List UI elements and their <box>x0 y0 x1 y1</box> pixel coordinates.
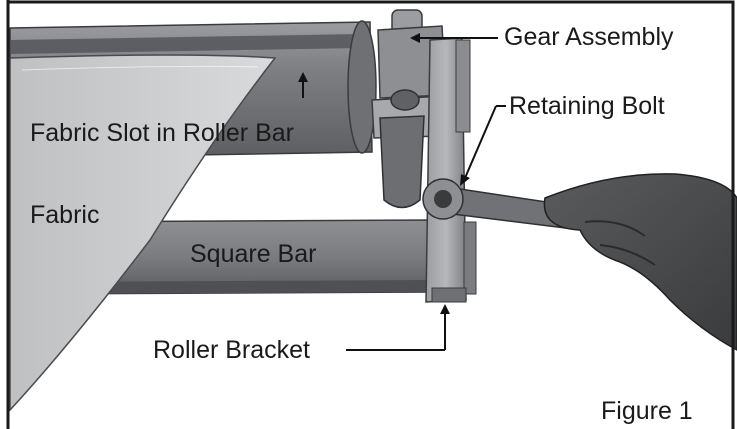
label-gear-assembly: Gear Assembly <box>504 23 674 51</box>
figure-border <box>6 0 735 429</box>
callout-lines <box>298 33 506 351</box>
label-retaining-bolt: Retaining Bolt <box>509 92 665 120</box>
fabric-panel <box>9 54 277 412</box>
label-fabric: Fabric <box>30 201 100 229</box>
gloved-hand-icon <box>543 173 737 351</box>
label-square-bar: Square Bar <box>190 240 317 268</box>
label-fabric-slot: Fabric Slot in Roller Bar <box>30 119 294 147</box>
roller-bracket <box>425 37 477 303</box>
label-roller-bracket: Roller Bracket <box>153 336 310 364</box>
figure-caption: Figure 1 <box>601 397 693 425</box>
